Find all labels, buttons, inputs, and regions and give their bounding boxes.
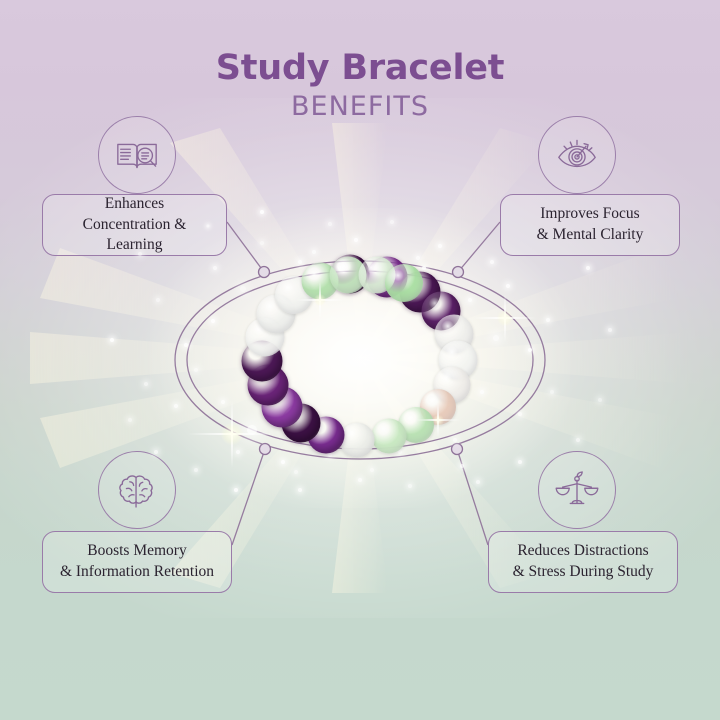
benefit-box-improves-focus[interactable]: Improves Focus & Mental Clarity <box>500 194 680 256</box>
book-magnifier-icon <box>114 132 160 178</box>
ellipse-node-top-left <box>259 267 270 278</box>
benefit-label-enhances-concentration: Enhances Concentration & Learning <box>57 194 212 257</box>
connector-top-left <box>227 222 264 272</box>
benefit-box-enhances-concentration[interactable]: Enhances Concentration & Learning <box>42 194 227 256</box>
eye-target-icon <box>554 132 600 178</box>
bracelet-bead <box>371 419 406 454</box>
ellipse-node-bottom-right <box>452 444 463 455</box>
benefit-icon-enhances-concentration <box>98 116 176 194</box>
benefit-label-improves-focus: Improves Focus & Mental Clarity <box>537 204 644 246</box>
connector-bottom-right <box>457 449 488 545</box>
bracelet-bead <box>339 422 374 457</box>
benefit-icon-boosts-memory <box>98 451 176 529</box>
connector-top-right <box>458 222 500 272</box>
benefit-icon-reduces-distractions <box>538 451 616 529</box>
balance-scales-leaf-icon <box>554 467 600 513</box>
benefit-label-boosts-memory: Boosts Memory & Information Retention <box>60 541 214 583</box>
connector-bottom-left <box>232 449 265 545</box>
benefit-box-reduces-distractions[interactable]: Reduces Distractions & Stress During Stu… <box>488 531 678 593</box>
benefit-box-boosts-memory[interactable]: Boosts Memory & Information Retention <box>42 531 232 593</box>
bracelet-bead <box>385 264 423 302</box>
ellipse-node-bottom-left <box>260 444 271 455</box>
brain-icon <box>114 467 160 513</box>
ellipse-node-top-right <box>453 267 464 278</box>
benefit-label-reduces-distractions: Reduces Distractions & Stress During Stu… <box>513 541 654 583</box>
benefit-icon-improves-focus <box>538 116 616 194</box>
